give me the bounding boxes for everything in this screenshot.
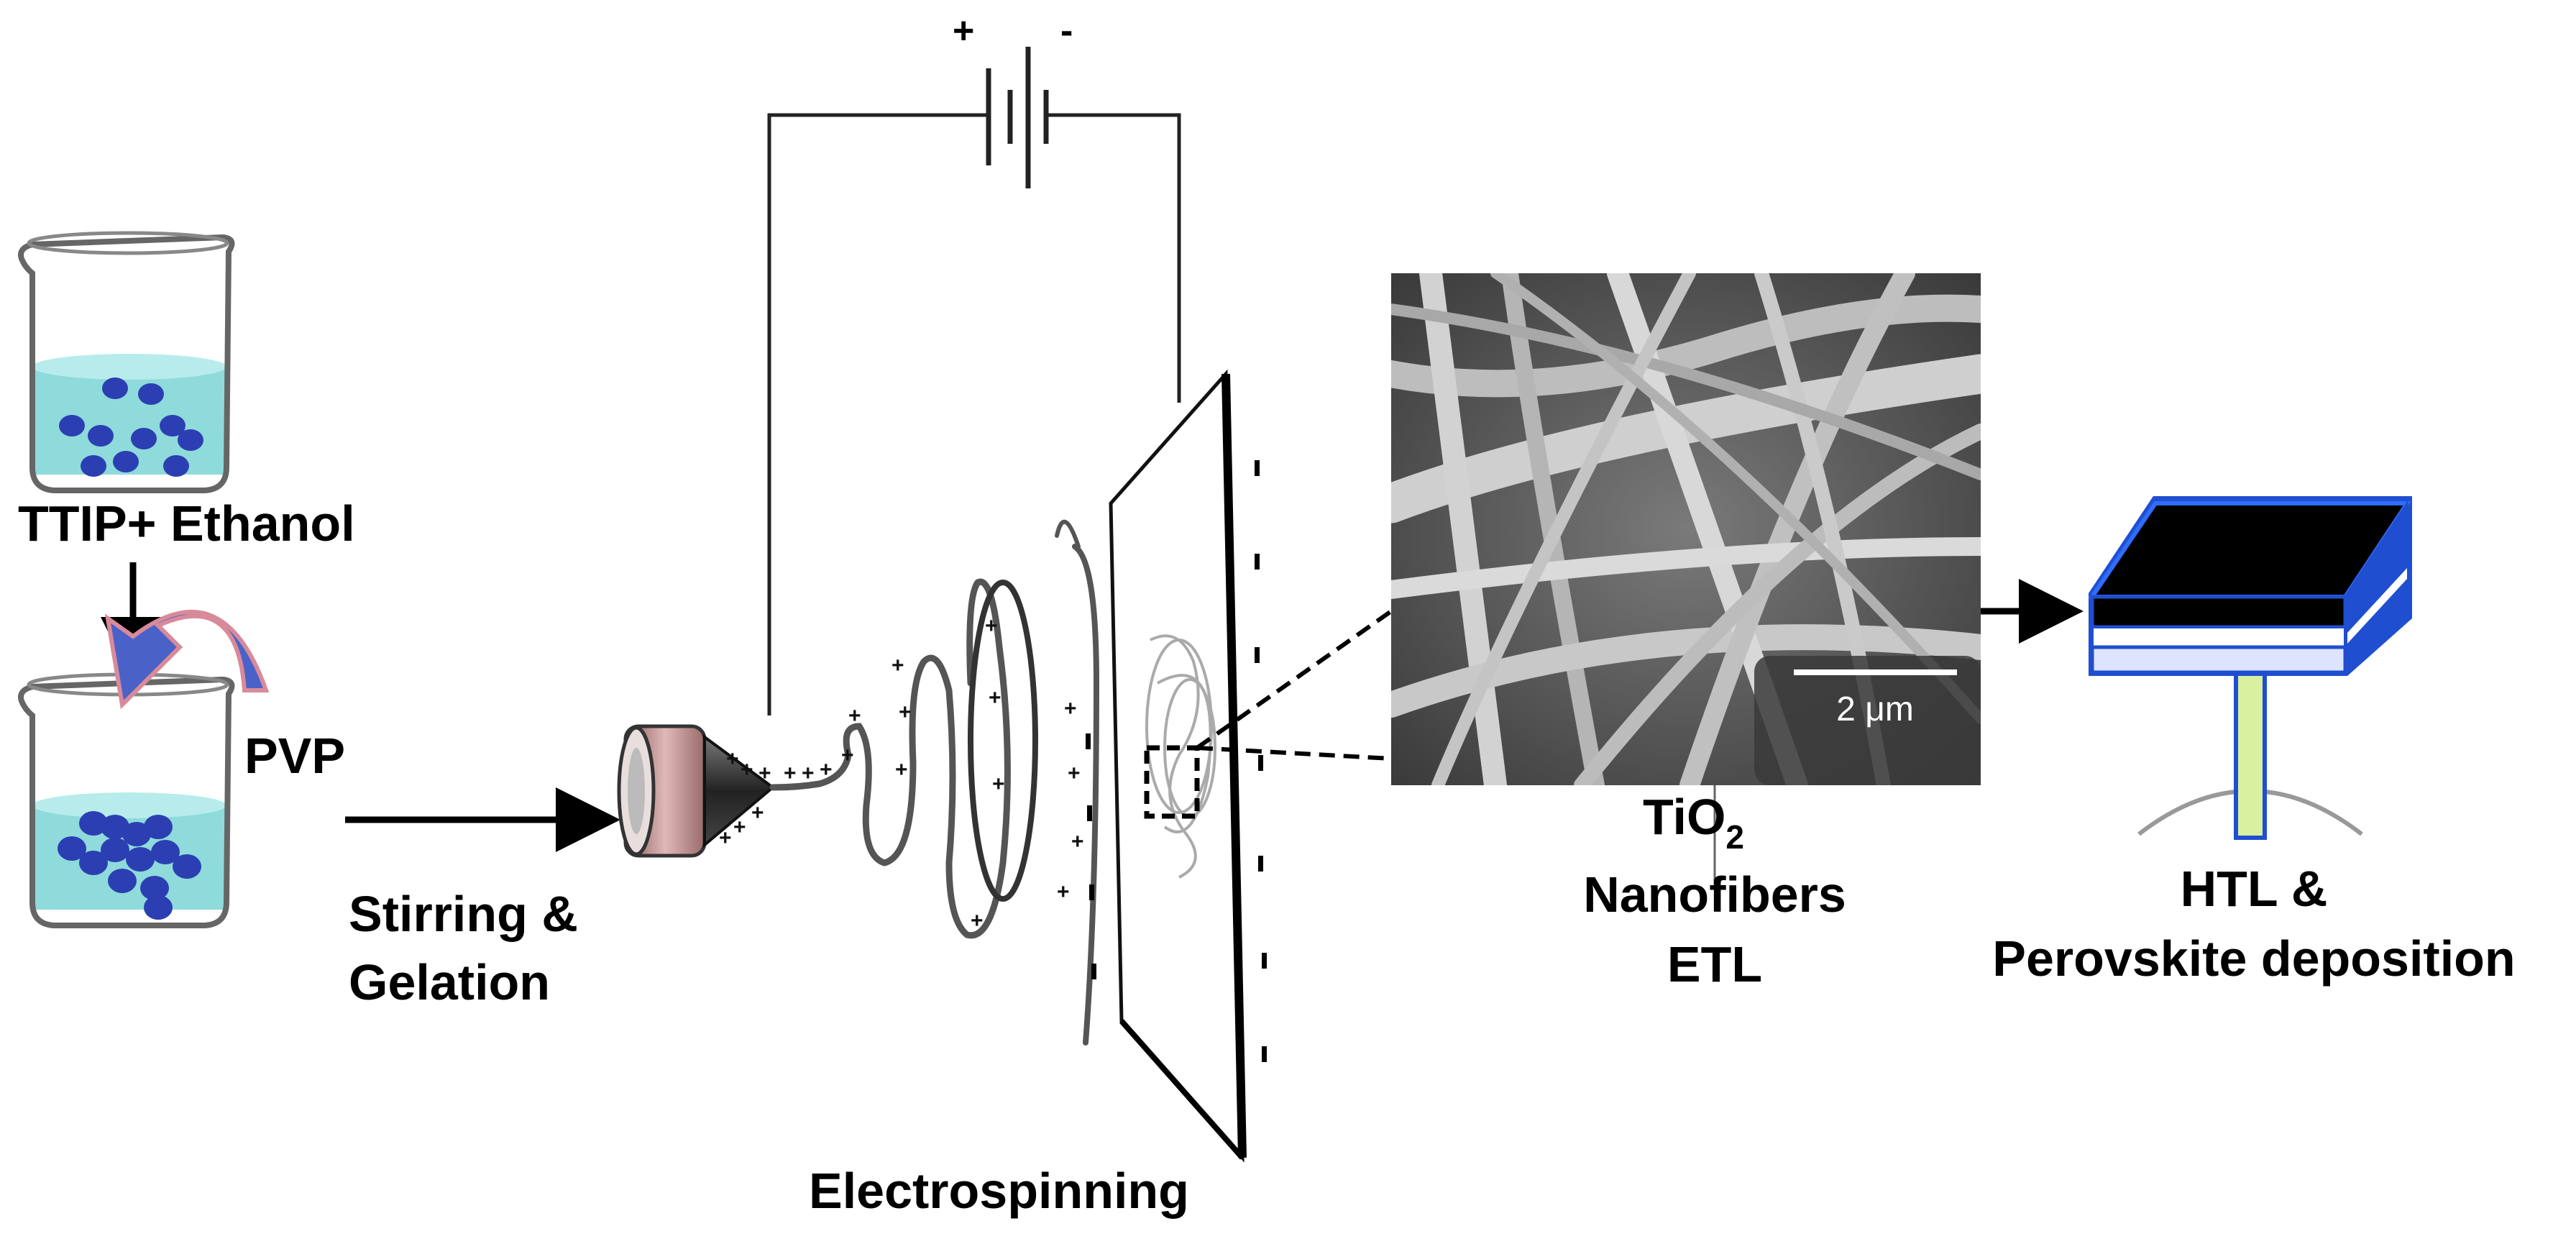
solution-surface (32, 354, 226, 380)
circuit-wire (767, 113, 1181, 715)
stirring-label-line1: Stirring & (349, 886, 578, 942)
svg-text:+: + (848, 704, 861, 728)
svg-text:+: + (726, 747, 739, 771)
scale-bar-label: 2 μm (1836, 690, 1914, 728)
additive-label: PVP (244, 728, 345, 784)
svg-text:+: + (895, 758, 908, 782)
product-label-line3: ETL (1667, 936, 1762, 992)
svg-text:+: + (741, 758, 753, 782)
device-label-line2: Perovskite deposition (1992, 930, 2515, 987)
battery-negative: - (1060, 10, 1073, 52)
svg-text:+: + (989, 686, 1001, 710)
svg-text:+: + (841, 744, 854, 767)
tio-subscript: 2 (1725, 818, 1744, 856)
svg-text:+: + (733, 815, 746, 839)
tio-label: TiO (1643, 789, 1725, 845)
svg-text:+: + (899, 700, 912, 724)
svg-text:+: + (758, 762, 771, 785)
svg-text:+: + (719, 826, 732, 850)
sem-micrograph-image: 2 μm (1391, 273, 1981, 785)
svg-text:+: + (891, 654, 904, 677)
svg-text:+: + (1057, 880, 1070, 904)
svg-text:+: + (1071, 830, 1084, 854)
gel-particle-cluster (58, 811, 201, 920)
battery-positive: + (953, 10, 974, 52)
electrospinning-label: Electrospinning (809, 1163, 1189, 1219)
deposited-fiber-mat (1145, 634, 1216, 879)
collector-plate-icon (1086, 369, 1267, 1163)
electrospinning-jet (769, 519, 1100, 1046)
svg-text:+: + (751, 801, 764, 825)
spinneret-icon (617, 724, 776, 858)
svg-text:+: + (1064, 697, 1077, 721)
charge-markers: ++ ++ ++ ++ ++ ++ ++ ++ ++ ++ ++ (719, 614, 1084, 933)
svg-text:+: + (802, 762, 815, 785)
stirring-label-line2: Gelation (349, 954, 550, 1010)
device-label-line1: HTL & (2181, 861, 2328, 917)
svg-text:+: + (1068, 762, 1081, 785)
product-label-line1: TiO2 (1643, 789, 1744, 856)
beaker-icon (18, 231, 235, 493)
precursor-particles (59, 378, 203, 477)
precursor-label: TTIP+ Ethanol (18, 495, 355, 552)
beaker-icon (18, 672, 235, 928)
battery-icon (986, 47, 1049, 188)
solar-cell-device-icon (2088, 496, 2412, 840)
svg-text:+: + (992, 772, 1005, 796)
product-label-line2: Nanofibers (1583, 866, 1846, 923)
svg-text:+: + (985, 614, 998, 638)
svg-text:+: + (820, 758, 833, 782)
zoom-lines (1196, 609, 1393, 761)
collector-negative-charges (1086, 460, 1267, 1062)
pvp-addition-arrow (104, 610, 270, 710)
svg-text:+: + (971, 909, 984, 933)
svg-text:+: + (784, 762, 797, 785)
